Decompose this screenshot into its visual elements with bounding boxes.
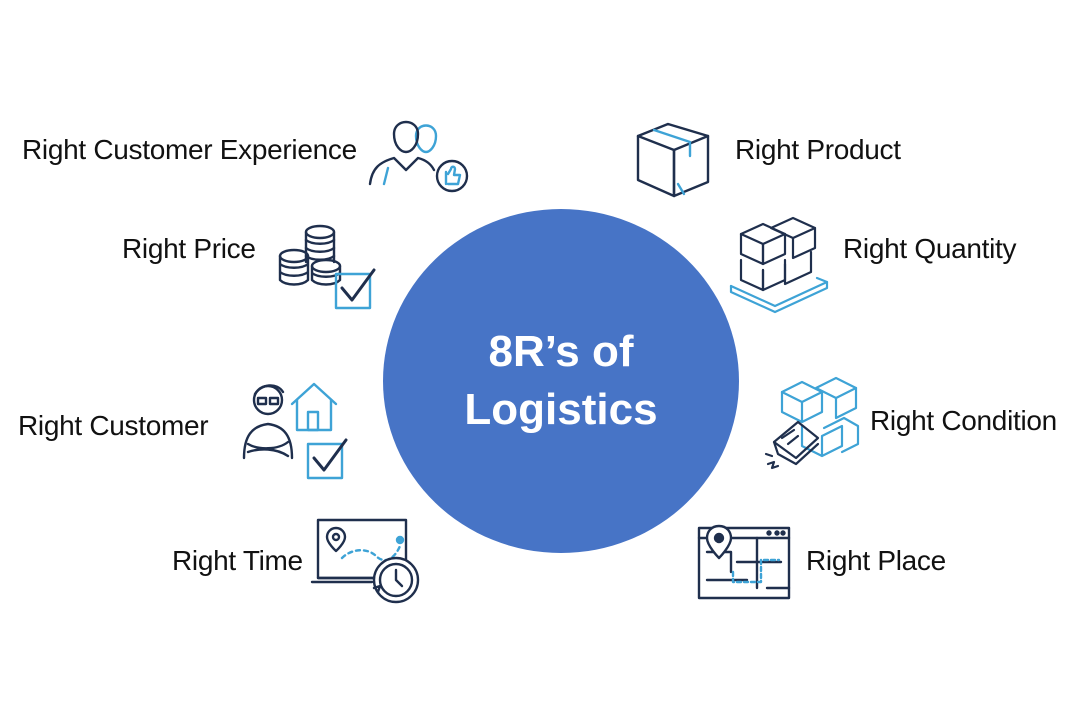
label-right-customer: Right Customer (18, 410, 209, 441)
label-right-quantity: Right Quantity (843, 233, 1017, 264)
label-right-price: Right Price (122, 233, 256, 264)
label-right-product: Right Product (735, 134, 901, 165)
label-right-condition: Right Condition (870, 405, 1057, 436)
route-clock-icon (310, 518, 422, 608)
customer-thumbs-up-icon (364, 114, 474, 194)
pallet-boxes-icon (727, 212, 831, 314)
label-right-customer-experience: Right Customer Experience (22, 134, 357, 165)
damaged-box-icon (762, 372, 862, 476)
center-title-line2: Logistics (464, 385, 658, 434)
customer-house-check-icon (240, 378, 352, 482)
label-right-time: Right Time (172, 545, 303, 576)
coins-check-icon (276, 222, 386, 312)
label-right-place: Right Place (806, 545, 946, 576)
map-pin-icon (697, 522, 793, 602)
center-circle: 8R’s of Logistics (383, 209, 739, 553)
box-icon (634, 120, 714, 200)
center-title-line1: 8R’s of (488, 327, 634, 376)
